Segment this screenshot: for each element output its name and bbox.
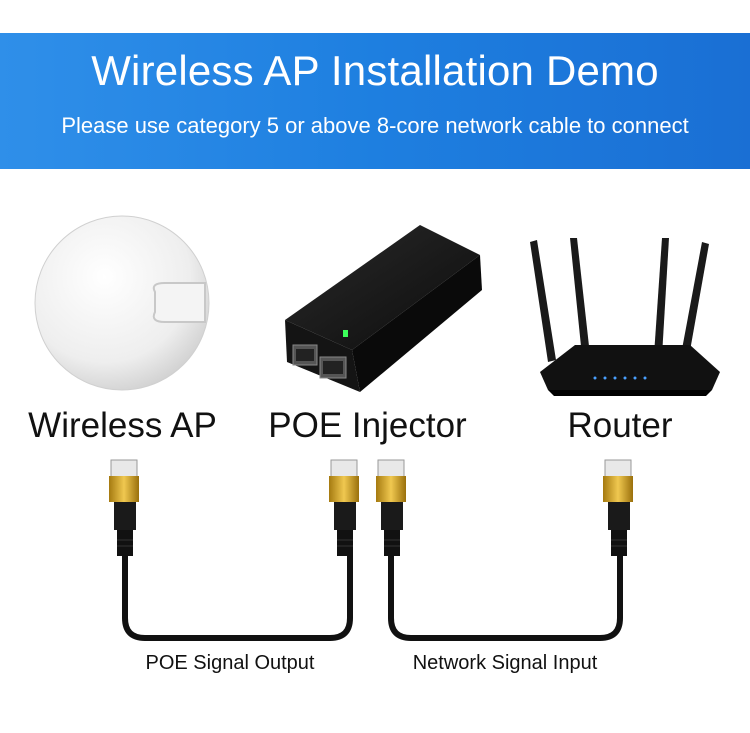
network-signal-input-label: Network Signal Input bbox=[412, 652, 598, 674]
poe-signal-output-label: POE Signal Output bbox=[145, 652, 315, 674]
power-led-icon bbox=[343, 330, 348, 337]
antenna-icon bbox=[654, 238, 669, 356]
wireless-ap-device bbox=[34, 215, 210, 391]
rj45-connector-icon bbox=[376, 459, 406, 556]
page-title: Wireless AP Installation Demo bbox=[91, 47, 659, 94]
cable-network-input bbox=[376, 459, 633, 641]
rj45-connector-icon bbox=[603, 459, 633, 556]
antenna-icon bbox=[570, 238, 590, 356]
router-label: Router bbox=[567, 406, 673, 445]
page-subtitle: Please use category 5 or above 8-core ne… bbox=[61, 113, 689, 138]
rj45-connector-icon bbox=[109, 459, 139, 556]
cable-poe-output bbox=[109, 459, 359, 641]
rj45-connector-icon bbox=[329, 459, 359, 556]
antenna-icon bbox=[530, 240, 556, 362]
wireless-ap-label: Wireless AP bbox=[28, 406, 217, 445]
poe-injector-label: POE Injector bbox=[268, 406, 467, 445]
poe-injector-device bbox=[285, 225, 482, 392]
antenna-icon bbox=[680, 242, 709, 362]
router-device bbox=[530, 238, 720, 396]
header-banner: Wireless AP Installation Demo Please use… bbox=[0, 33, 750, 169]
